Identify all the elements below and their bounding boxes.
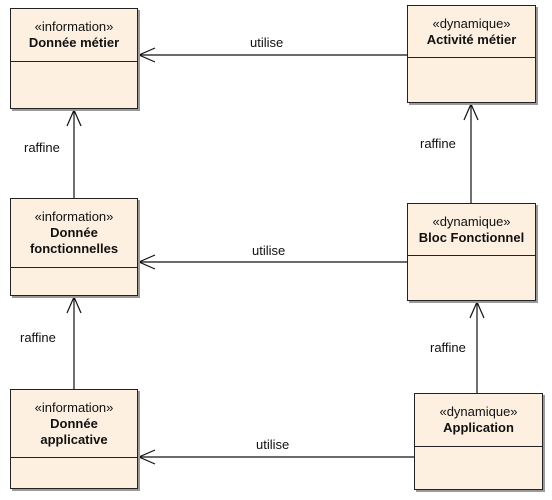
relation-label-utilise: utilise	[252, 243, 286, 258]
class-header: «dynamique»Activité métier	[408, 6, 535, 58]
class-stereotype: «dynamique»	[439, 404, 518, 419]
class-stereotype: «information»	[34, 19, 114, 34]
class-box-activite-metier[interactable]: «dynamique»Activité métier	[407, 5, 536, 103]
open-arrowhead-icon	[137, 449, 156, 465]
class-stereotype: «information»	[34, 399, 114, 415]
open-arrowhead-icon	[463, 102, 479, 121]
class-name: applicative	[40, 431, 108, 447]
open-arrowhead-icon	[66, 108, 82, 127]
relation-label-utilise: utilise	[250, 35, 284, 50]
class-name: Bloc Fonctionnel	[418, 229, 525, 245]
class-name: fonctionnelles	[29, 241, 119, 256]
class-name: Donnée métier	[28, 35, 120, 50]
class-box-donnee-metier[interactable]: «information»Donnée métier	[10, 8, 138, 109]
class-box-application[interactable]: «dynamique»Application	[414, 393, 543, 490]
class-name: Activité métier	[426, 31, 517, 47]
relation-label-utilise: utilise	[256, 437, 290, 452]
class-name: Application	[443, 420, 514, 435]
class-header: «dynamique»Application	[415, 394, 542, 447]
class-stereotype: «dynamique»	[432, 213, 511, 229]
relation-label-raffine: raffine	[420, 136, 456, 151]
relation-label-raffine: raffine	[20, 330, 56, 345]
class-header: «information»Donnée métier	[11, 9, 137, 62]
class-stereotype: «dynamique»	[432, 15, 511, 31]
class-box-bloc-fonctionnel[interactable]: «dynamique»Bloc Fonctionnel	[407, 203, 536, 301]
class-header: «dynamique»Bloc Fonctionnel	[408, 204, 535, 256]
class-stereotype: «information»	[34, 209, 114, 224]
open-arrowhead-icon	[66, 295, 82, 314]
class-name: Donnée	[50, 225, 98, 240]
open-arrowhead-icon	[469, 300, 485, 319]
open-arrowhead-icon	[137, 254, 156, 270]
class-name: Donnée	[50, 415, 98, 431]
relation-label-raffine: raffine	[24, 140, 60, 155]
open-arrowhead-icon	[137, 47, 156, 63]
relation-label-raffine: raffine	[430, 340, 466, 355]
